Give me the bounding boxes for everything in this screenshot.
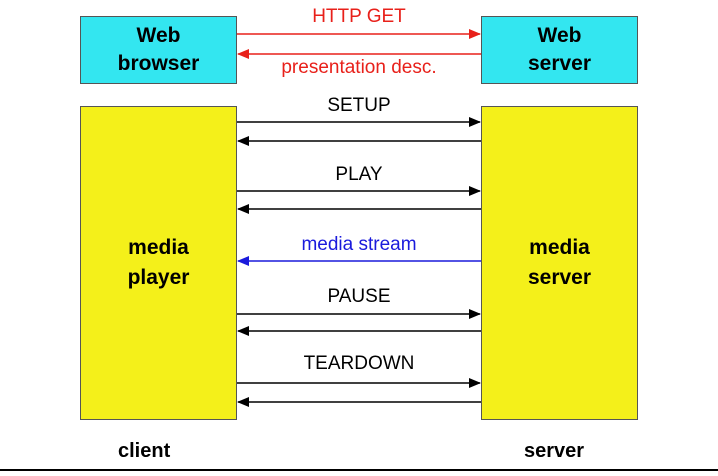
setup-label: SETUP: [327, 95, 391, 116]
presentation-desc-label: presentation desc.: [281, 57, 437, 78]
media-stream-label: media stream: [301, 234, 417, 255]
web-server-box: Web server: [481, 16, 638, 84]
play-label: PLAY: [335, 164, 383, 185]
pause-label: PAUSE: [327, 286, 391, 307]
client-label: client: [118, 440, 171, 462]
web-server-label: Web server: [527, 24, 592, 75]
media-player-label: media player: [127, 236, 190, 289]
teardown-label: TEARDOWN: [303, 353, 415, 374]
media-player-box: media player: [80, 106, 237, 420]
bottom-border: [0, 469, 718, 471]
media-server-box: media server: [481, 106, 638, 420]
http-get-label: HTTP GET: [312, 6, 406, 27]
media-server-label: media server: [527, 236, 592, 289]
web-browser-box: Web browser: [80, 16, 237, 84]
server-label: server: [524, 440, 585, 462]
web-browser-label: Web browser: [117, 24, 200, 75]
